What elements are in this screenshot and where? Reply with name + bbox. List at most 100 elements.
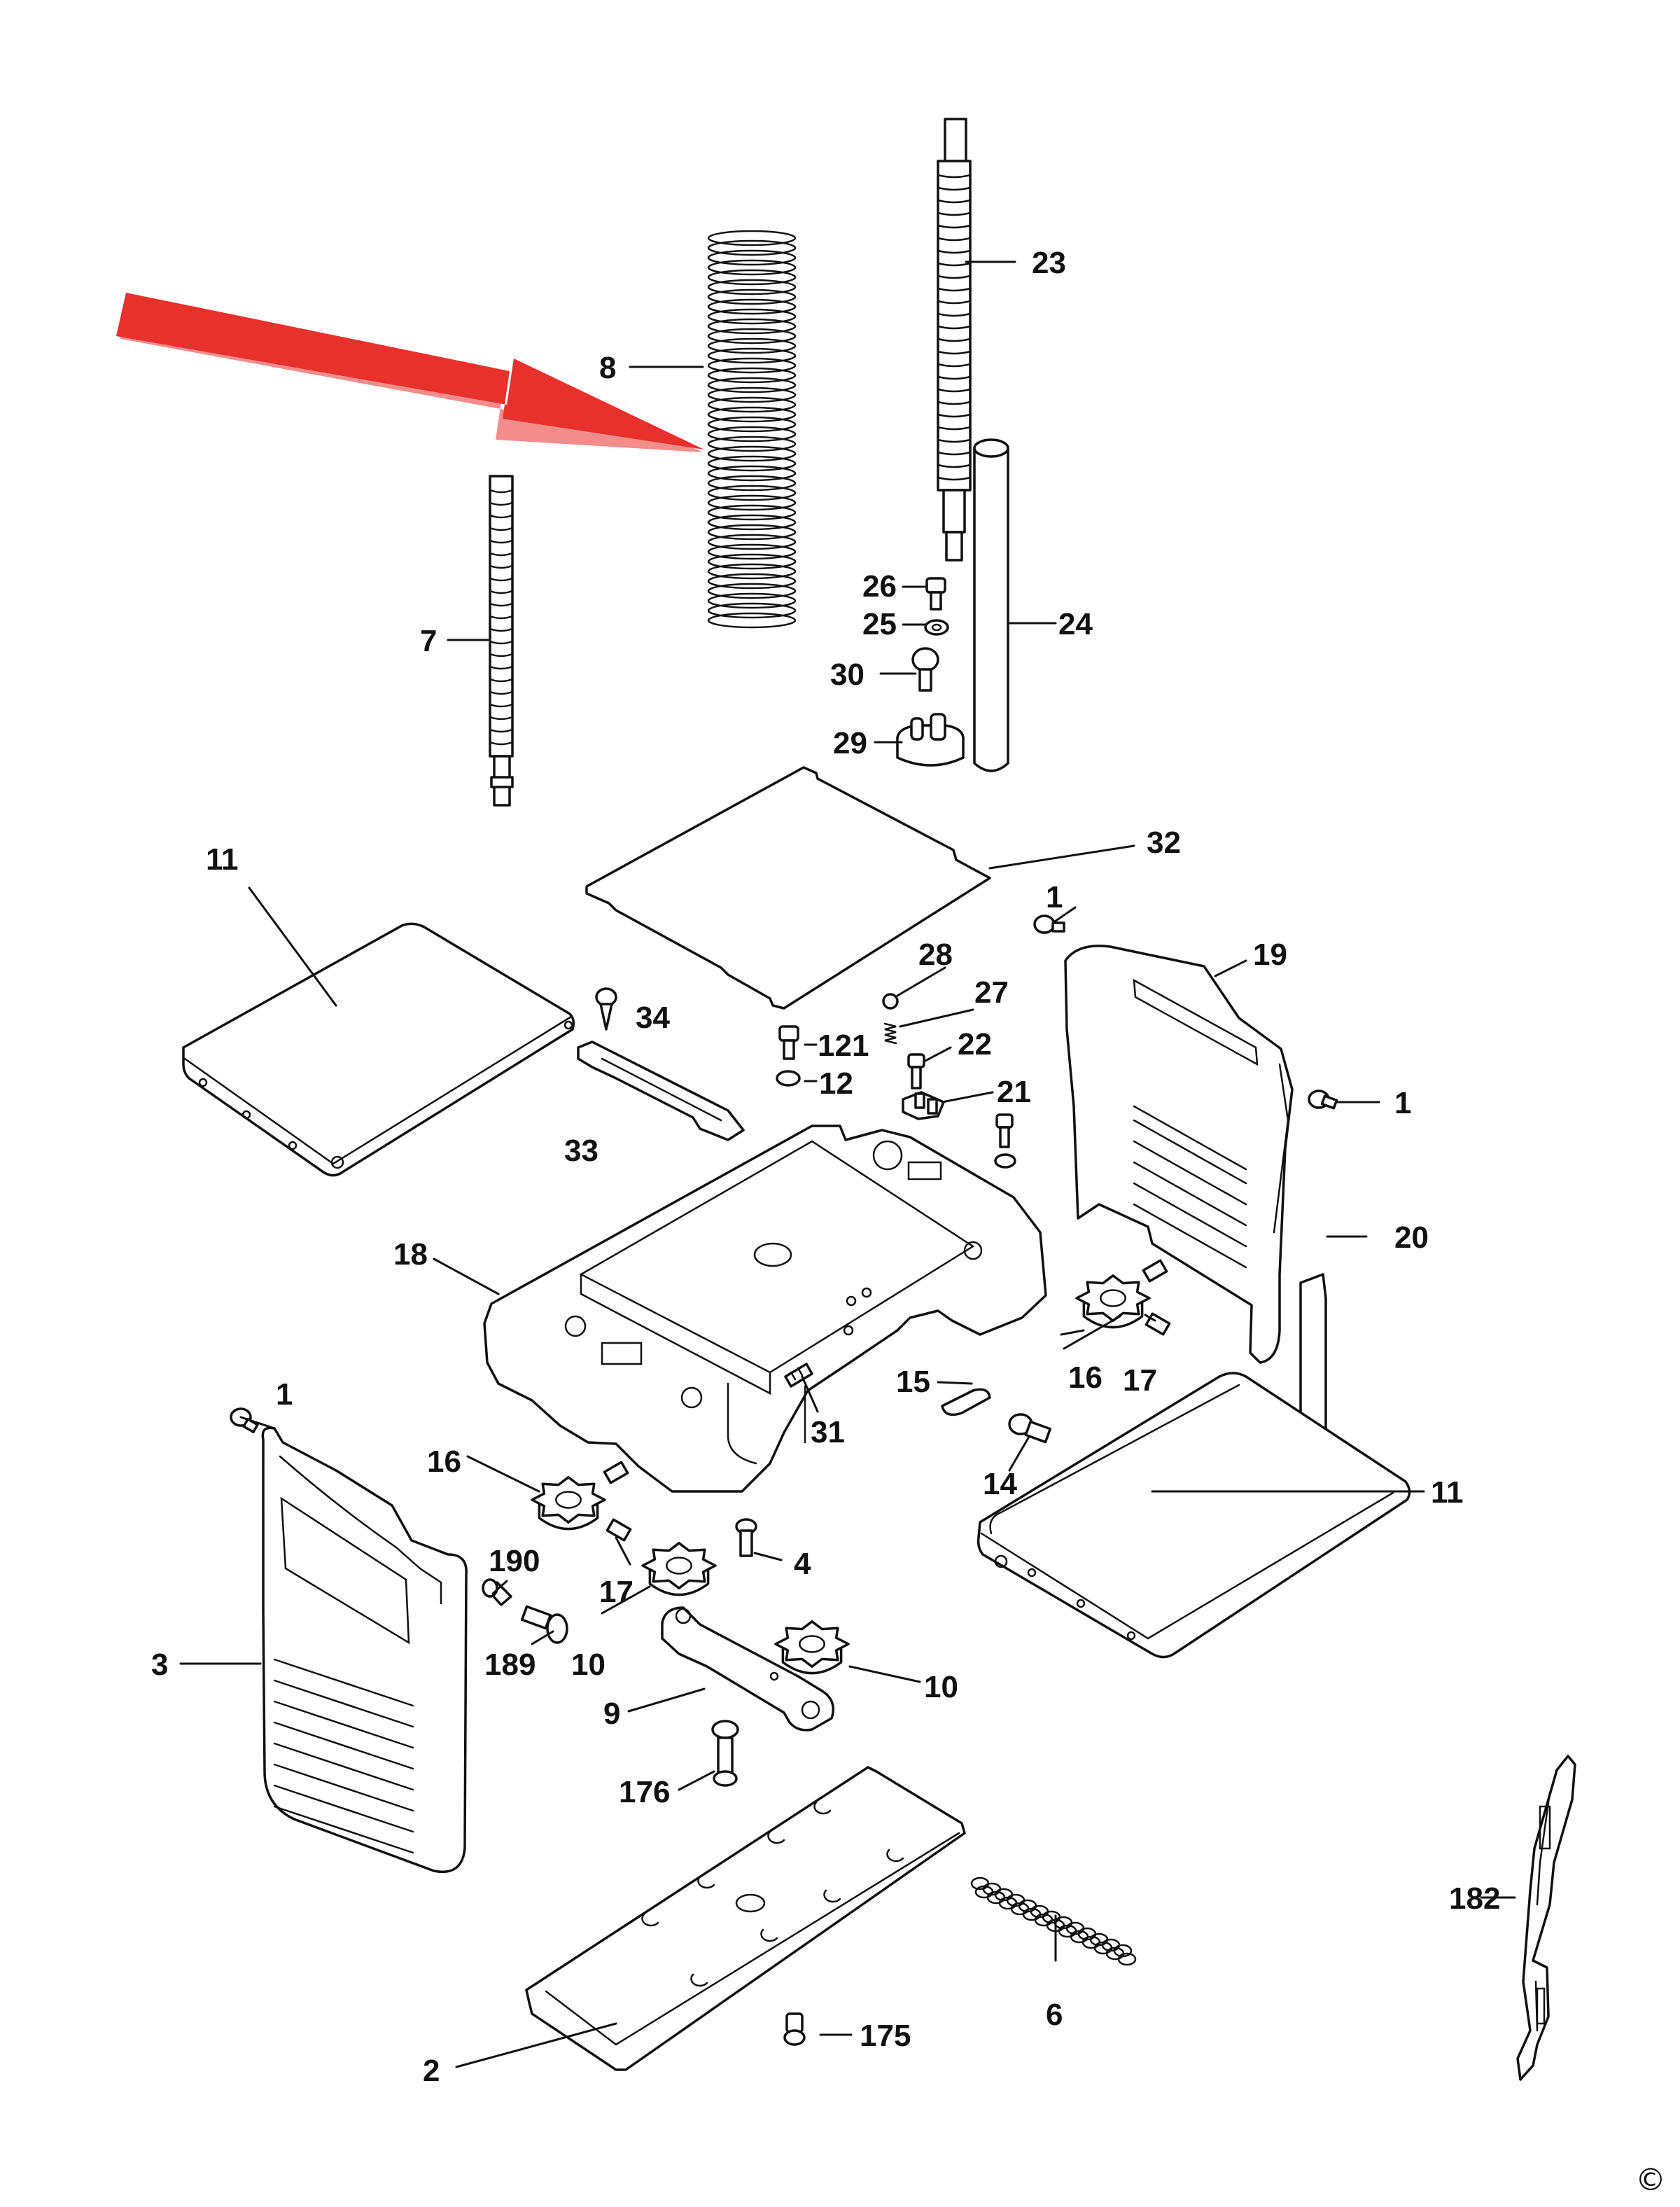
label-9: 9	[603, 1697, 620, 1731]
label-1-left: 1	[276, 1377, 293, 1412]
part-16-sprocket-right	[1075, 1274, 1151, 1329]
label-28: 28	[918, 938, 953, 972]
part-4-screw	[735, 1518, 757, 1557]
spring-coil	[707, 534, 797, 550]
thread-ring	[937, 274, 972, 279]
part-15-handle	[941, 1388, 991, 1416]
part-3-side-cover-left	[261, 1426, 468, 1873]
part-29-knob	[896, 713, 965, 767]
label-33: 33	[564, 1134, 598, 1168]
label-20: 20	[1394, 1220, 1429, 1255]
thread-ring	[937, 186, 972, 191]
label-182: 182	[1449, 1881, 1500, 1916]
spring-coil	[707, 436, 797, 452]
part-33-guide-bracket	[577, 1040, 745, 1141]
sprocket-teeth	[774, 1620, 850, 1668]
vent-slot	[273, 1742, 414, 1791]
spring-coil	[707, 583, 797, 599]
spring-coil	[707, 337, 797, 354]
thread-ring	[937, 325, 972, 330]
vent-slot	[273, 1721, 414, 1770]
vent-slot	[273, 1658, 414, 1707]
thread-ring	[937, 300, 972, 305]
sprocket-teeth	[1075, 1274, 1151, 1322]
leader-lines	[179, 260, 1516, 2068]
spring-coil	[707, 504, 797, 521]
label-189: 189	[484, 1648, 536, 1682]
thread-ring	[937, 224, 972, 229]
thread-ring	[937, 211, 972, 216]
spring-coil	[707, 524, 797, 541]
thread-ring	[489, 640, 514, 645]
part-11-side-table-left	[182, 922, 575, 1177]
thread-ring	[489, 678, 514, 683]
thread-ring	[489, 690, 514, 695]
spring-coil	[707, 249, 797, 266]
part-2-bottom-plate	[525, 1766, 966, 2071]
part-25-nut	[924, 619, 949, 636]
part-17-set-screw-left	[603, 1461, 632, 1542]
thread-ring	[937, 413, 972, 418]
thread-ring	[489, 501, 514, 506]
sprocket-bore	[799, 1635, 825, 1653]
vent-slot	[273, 1763, 414, 1812]
spring-coil	[707, 416, 797, 433]
thread-ring	[489, 527, 514, 531]
thread-ring	[937, 174, 972, 179]
thread-ring	[489, 590, 514, 594]
spring-coil	[707, 308, 797, 325]
label-7: 7	[420, 624, 437, 658]
pointer-arrow-body	[116, 293, 704, 450]
part-labels: 1 1 1 2 3 4 6 7 8 9 10 10 11 11 12 14 15…	[151, 246, 1500, 2088]
label-26: 26	[862, 569, 897, 604]
sprocket-teeth	[531, 1476, 606, 1524]
vent-slot	[273, 1805, 414, 1854]
thread-ring	[489, 577, 514, 582]
label-11-right: 11	[1431, 1475, 1464, 1510]
spring-coil	[707, 239, 797, 256]
thread-ring	[937, 350, 972, 355]
label-30: 30	[830, 657, 864, 692]
thread-ring	[937, 337, 972, 342]
thread-ring	[937, 363, 972, 368]
label-17-left: 17	[599, 1575, 634, 1609]
label-14: 14	[983, 1467, 1017, 1501]
label-1-top: 1	[1046, 880, 1063, 914]
thread-ring	[489, 716, 514, 720]
chain-link	[1117, 1952, 1137, 1966]
thread-ring	[937, 401, 972, 405]
part-12-nut	[776, 1070, 801, 1087]
spring-coil	[707, 494, 797, 511]
part-189-bolt	[520, 1605, 568, 1644]
part-175-screw	[783, 2012, 806, 2046]
spring-coil	[707, 387, 797, 403]
spring-coil	[707, 259, 797, 276]
label-32: 32	[1147, 826, 1181, 860]
spring-coil	[707, 288, 797, 305]
spring-coil	[707, 367, 797, 384]
part-23-threaded-column	[937, 118, 972, 562]
vent-slot	[273, 1700, 414, 1749]
part-16-sprocket-left	[531, 1476, 606, 1531]
spring-coil	[707, 455, 797, 472]
part-190-pin	[482, 1578, 512, 1606]
part-22-screw	[907, 1053, 925, 1089]
label-29: 29	[833, 726, 867, 760]
thread-ring	[937, 388, 972, 393]
vent-slot	[273, 1784, 414, 1833]
label-27: 27	[974, 975, 1009, 1010]
part-8-spring	[707, 230, 797, 629]
spring-coil	[707, 298, 797, 315]
loose-screw-and-nut	[994, 1113, 1016, 1169]
thread-ring	[489, 665, 514, 670]
spring-coil	[707, 426, 797, 443]
part-28-ball	[882, 993, 899, 1010]
spring-coil	[707, 406, 797, 423]
part-31-bolt	[784, 1363, 813, 1388]
label-2: 2	[423, 2054, 440, 2088]
part-18-base-casting	[483, 1125, 1047, 1493]
thread-ring	[937, 464, 972, 468]
thread-ring	[937, 237, 972, 242]
spring-coil	[707, 563, 797, 580]
label-121: 121	[818, 1029, 869, 1063]
